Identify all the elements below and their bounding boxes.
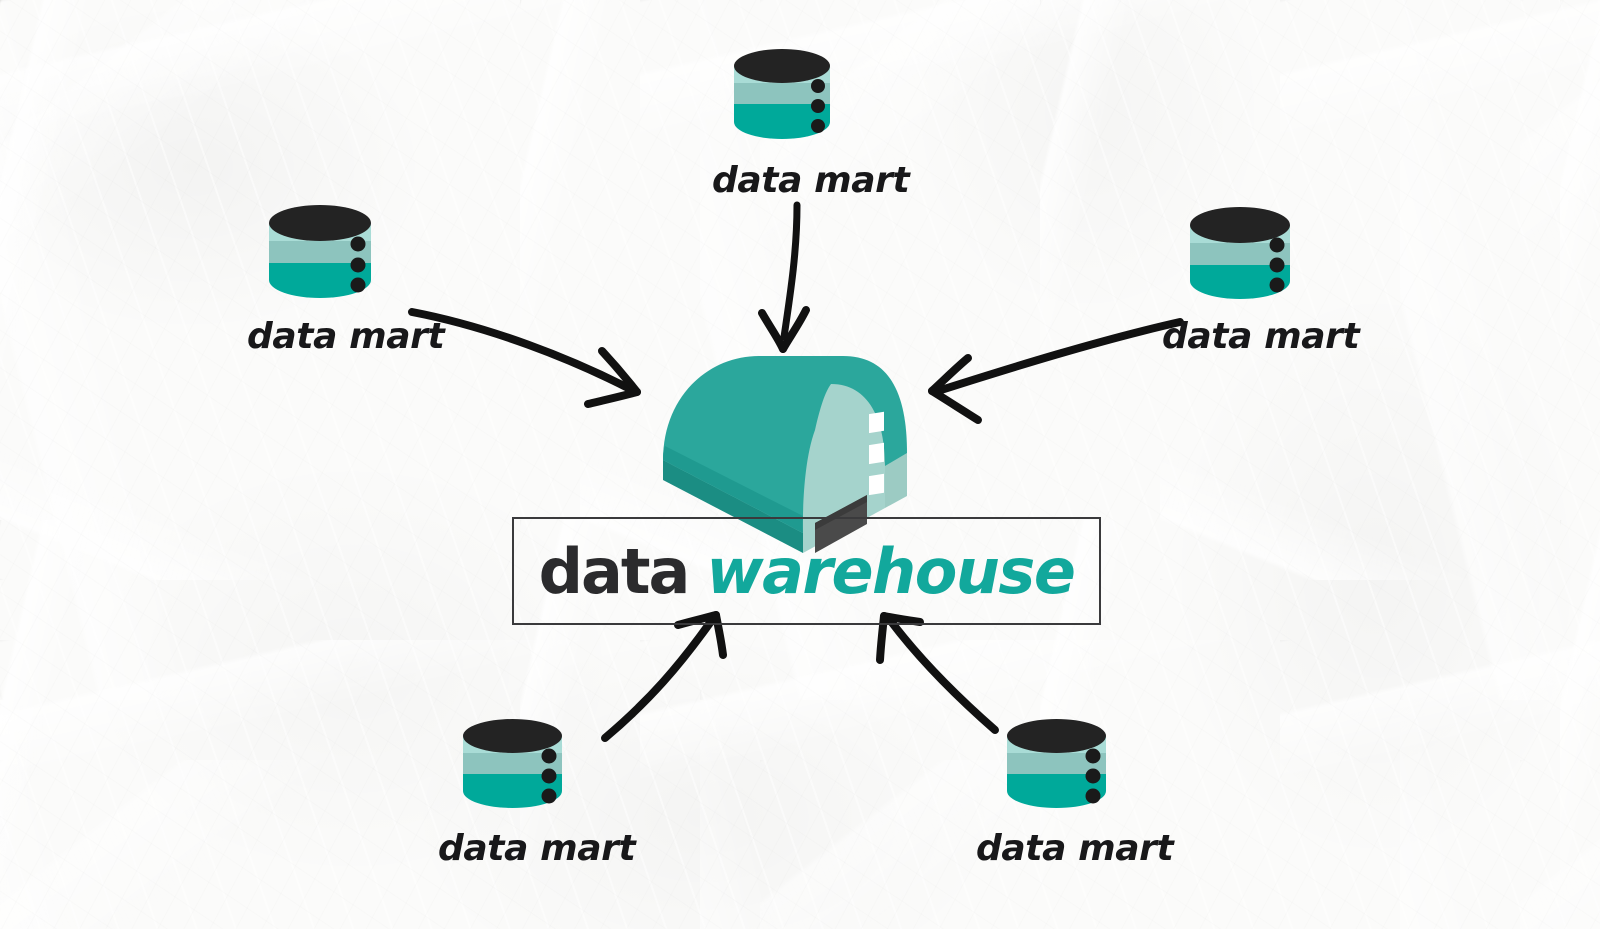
database-cylinder-icon	[730, 40, 834, 145]
data-mart-node-upper-left[interactable]	[265, 196, 375, 304]
data-mart-label-upper-left: data mart	[247, 316, 445, 357]
data-mart-node-lower-left[interactable]	[459, 710, 566, 814]
database-cylinder-icon	[1186, 198, 1294, 304]
data-mart-label-lower-left: data mart	[438, 828, 636, 869]
data-mart-node-top[interactable]	[730, 40, 834, 145]
database-cylinder-icon	[1003, 710, 1110, 814]
database-cylinder-icon	[265, 196, 375, 304]
data-mart-node-upper-right[interactable]	[1186, 198, 1294, 304]
data-warehouse-label-box[interactable]	[512, 517, 1101, 625]
data-mart-label-upper-right: data mart	[1162, 316, 1360, 357]
database-cylinder-icon	[459, 710, 566, 814]
data-mart-node-lower-right[interactable]	[1003, 710, 1110, 814]
data-mart-label-lower-right: data mart	[976, 828, 1174, 869]
data-mart-label-top: data mart	[712, 160, 910, 201]
warehouse-building-icon[interactable]	[655, 348, 915, 553]
